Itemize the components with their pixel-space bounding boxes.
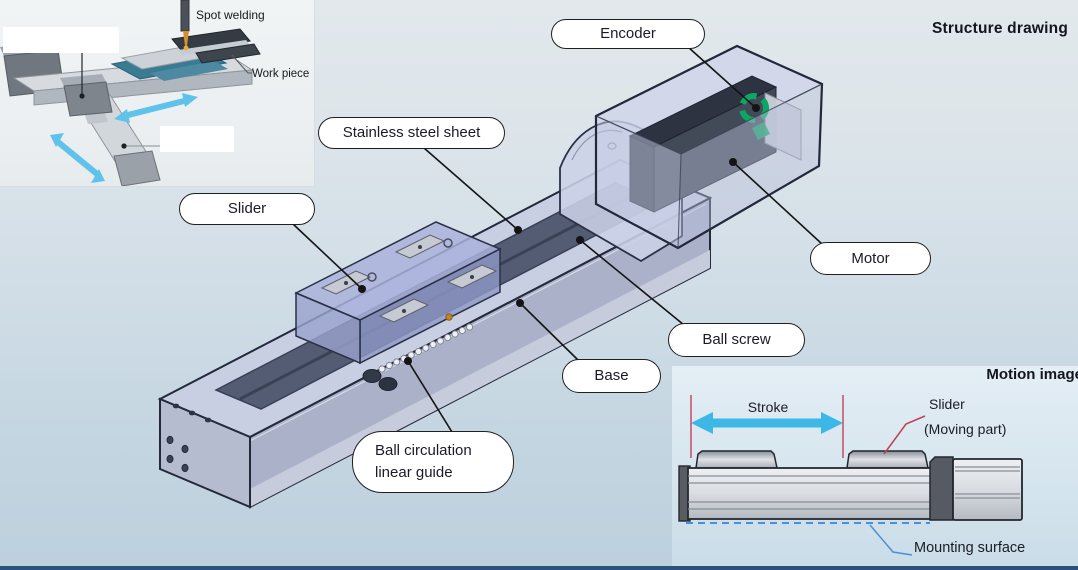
stainless-leader bbox=[423, 147, 519, 231]
label-ball-screw: Ball screw bbox=[668, 323, 805, 357]
label-motor: Motor bbox=[810, 242, 931, 275]
motor-joint bbox=[929, 456, 954, 521]
base-label-text: Base bbox=[594, 367, 629, 385]
motor-housing bbox=[594, 44, 824, 250]
spot-welding-label: Spot welding bbox=[196, 8, 265, 22]
slider-leader bbox=[292, 223, 363, 290]
motion-image-panel: Motion image bbox=[672, 366, 1078, 570]
label-base: Base bbox=[562, 359, 661, 393]
ball-screw-label-text: Ball screw bbox=[702, 331, 771, 349]
label-stainless-steel-sheet: Stainless steel sheet bbox=[318, 117, 505, 149]
application-inset-drawing bbox=[0, 0, 261, 186]
work-piece-label: Work piece bbox=[252, 68, 310, 80]
stainless-label-text: Stainless steel sheet bbox=[342, 124, 481, 142]
structure-drawing-title: Structure drawing bbox=[931, 20, 1068, 37]
end-cap bbox=[678, 465, 691, 522]
mounting-leader bbox=[869, 524, 913, 556]
encoder-label-text: Encoder bbox=[600, 25, 656, 43]
blank-label-box bbox=[160, 126, 234, 152]
application-inset: Spot welding Work piece bbox=[0, 0, 315, 187]
moving-slider-label: Slider bbox=[929, 396, 965, 412]
slider-leader-red bbox=[883, 415, 926, 455]
stroke-arrow bbox=[691, 412, 843, 434]
motion-image-title: Motion image bbox=[986, 366, 1078, 383]
motor-leader bbox=[732, 161, 823, 245]
bottom-accent-bar bbox=[0, 566, 1078, 570]
motor-body bbox=[628, 75, 778, 213]
moving-part-label: (Moving part) bbox=[924, 421, 1007, 437]
motion-arrows bbox=[50, 93, 198, 183]
base-leader bbox=[519, 302, 579, 361]
work-piece bbox=[171, 28, 261, 64]
slider-block bbox=[294, 221, 502, 365]
slider-block-left bbox=[695, 450, 778, 469]
work-table bbox=[110, 47, 228, 80]
ball-circulation-chain bbox=[362, 313, 474, 391]
label-encoder: Encoder bbox=[551, 19, 705, 49]
mounting-surface-label: Mounting surface bbox=[914, 540, 1026, 556]
blank-label-box bbox=[3, 27, 119, 53]
motor-side bbox=[952, 458, 1023, 521]
motor-label-text: Motor bbox=[851, 249, 890, 267]
slider-label-text: Slider bbox=[227, 200, 267, 218]
encoder-ring bbox=[739, 93, 769, 123]
ball-screw-leader bbox=[579, 239, 685, 326]
ball-circulation-leader bbox=[407, 360, 453, 433]
slider-block-right bbox=[846, 450, 929, 469]
spot-welder bbox=[180, 0, 190, 51]
label-ball-circulation-linear-guide: Ball circulation linear guide bbox=[352, 431, 514, 493]
encoder-leader bbox=[687, 46, 757, 109]
rail-side bbox=[687, 467, 933, 520]
stroke-label: Stroke bbox=[747, 399, 789, 415]
label-slider: Slider bbox=[179, 193, 315, 225]
motor-cover bbox=[559, 120, 683, 263]
ball-circulation-label-text: Ball circulation linear guide bbox=[375, 442, 472, 481]
grease-port-screw bbox=[445, 313, 453, 321]
